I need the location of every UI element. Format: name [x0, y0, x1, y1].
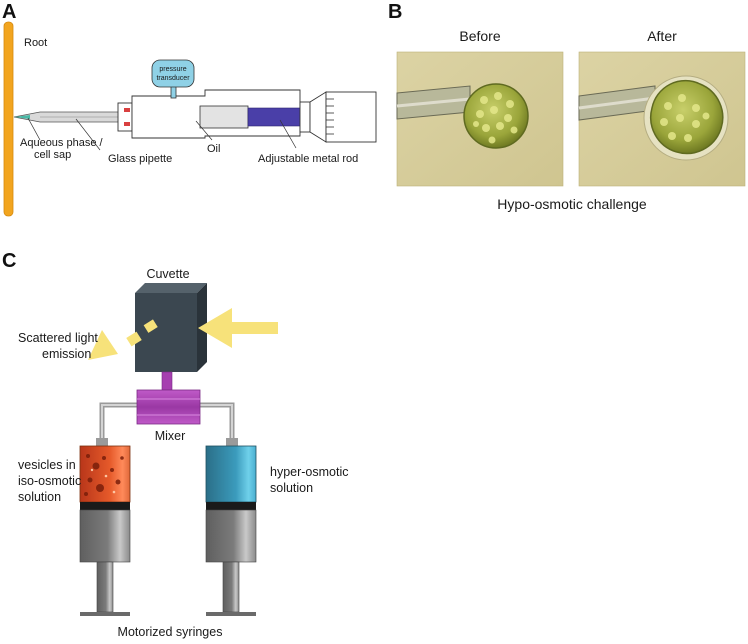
pipette-tip	[14, 115, 30, 119]
metal-rod-label: Adjustable metal rod	[258, 153, 358, 165]
panel-a: A Root pressure transducer	[2, 1, 377, 217]
holder-collar	[117, 102, 133, 132]
incident-light-arrow	[198, 308, 278, 348]
after-micrograph	[578, 51, 746, 187]
glass-pipette-label: Glass pipette	[108, 153, 172, 165]
cell-after	[649, 79, 724, 155]
scattered-label-1: Scattered light	[18, 331, 98, 345]
after-label: After	[647, 28, 677, 44]
mixer-connector	[161, 371, 173, 391]
hyper-osmotic-solution	[205, 445, 257, 503]
left-solution-label-1: vesicles in	[18, 458, 76, 472]
panel-b-letter: B	[388, 1, 402, 23]
right-solution-label-1: hyper-osmotic	[270, 465, 349, 479]
panel-b: B Before After	[388, 1, 746, 212]
syringe-left	[79, 438, 131, 616]
aqueous-label-1: Aqueous phase /	[20, 137, 104, 149]
aqueous-label-2: cell sap	[34, 149, 71, 161]
transducer-label-2: transducer	[156, 75, 190, 82]
oil-label: Oil	[207, 143, 220, 155]
scattered-label-2: emission	[42, 347, 91, 361]
motorized-syringes-label: Motorized syringes	[118, 625, 223, 639]
micrometer-cone	[309, 91, 327, 143]
transducer-label-1: pressure	[159, 66, 186, 73]
left-solution-label-3: solution	[18, 490, 61, 504]
before-micrograph	[396, 51, 564, 187]
syringe-right	[205, 438, 257, 616]
cuvette-label: Cuvette	[146, 267, 189, 281]
root-label: Root	[24, 37, 47, 49]
right-solution-label-2: solution	[270, 481, 313, 495]
root-shape	[3, 21, 14, 217]
hypo-osmotic-caption: Hypo-osmotic challenge	[497, 196, 647, 212]
scattered-light-arrow	[88, 319, 158, 360]
pressure-transducer	[151, 59, 195, 88]
panel-a-letter: A	[2, 1, 16, 23]
micrometer-drum	[325, 91, 377, 143]
before-label: Before	[459, 28, 500, 44]
mixer-label: Mixer	[155, 429, 186, 443]
panel-c: C Cuvette Scattered light emission	[2, 250, 349, 639]
oil-chamber	[199, 105, 249, 129]
panel-c-letter: C	[2, 250, 16, 272]
mixer	[136, 389, 201, 425]
left-solution-label-2: iso-osmotic	[18, 474, 81, 488]
